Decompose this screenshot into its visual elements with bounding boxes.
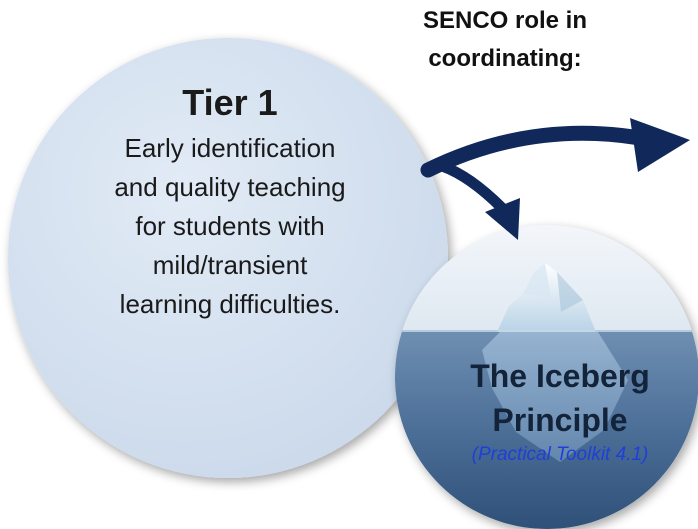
tier-1-line-2: and quality teaching <box>114 172 346 202</box>
senco-heading-line-2: coordinating: <box>428 45 582 72</box>
toolkit-reference: (Practical Toolkit 4.1) <box>471 444 649 465</box>
tier-1-line-1: Early identification <box>124 133 336 163</box>
arrow-head-down <box>485 198 520 240</box>
tier-1-circle <box>8 38 448 478</box>
coordinating-arrow-down <box>436 160 508 214</box>
tier-1-title: Tier 1 <box>182 82 278 123</box>
iceberg-title-line-1: The Iceberg <box>470 358 650 394</box>
senco-heading: SENCO role in coordinating: <box>380 2 630 78</box>
tier-1-line-5: learning difficulties. <box>119 289 341 319</box>
arrow-head-right <box>630 118 690 172</box>
tier-1-line-3: for students with <box>135 211 325 241</box>
iceberg-title-line-2: Principle <box>492 402 628 438</box>
senco-heading-line-1: SENCO role in <box>422 7 588 34</box>
iceberg-text: The Iceberg Principle (Practical Toolkit… <box>420 354 698 468</box>
tier-1-text: Tier 1 Early identification and quality … <box>60 78 400 323</box>
tier-1-line-4: mild/transient <box>152 250 308 280</box>
coordinating-arrow-right <box>420 125 648 178</box>
